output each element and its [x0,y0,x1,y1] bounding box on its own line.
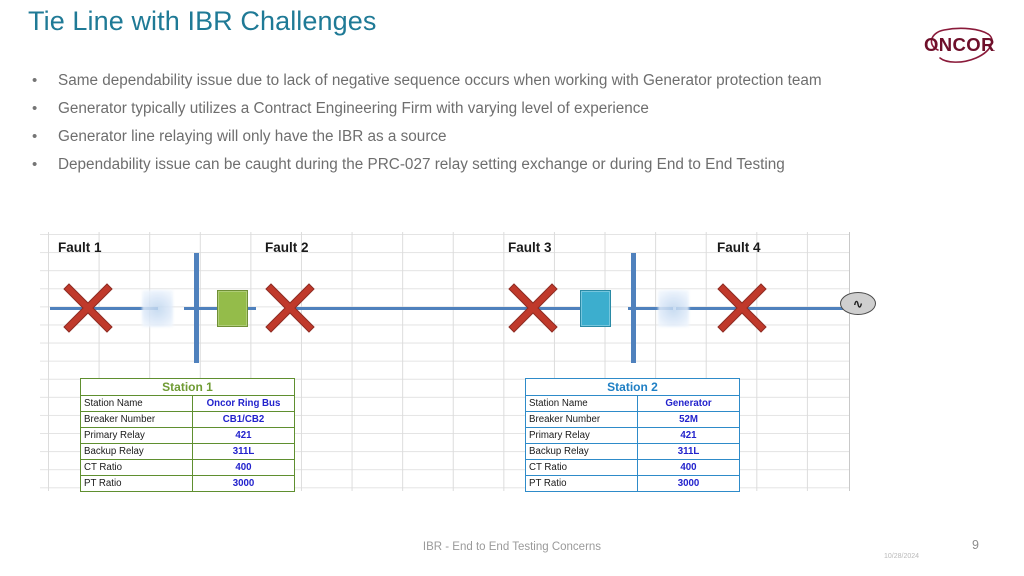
breaker-open-1 [142,290,173,327]
row-value: 400 [637,459,740,476]
row-value: 421 [192,427,295,444]
table-header-row: Station 2 [525,378,740,396]
line-segment-left [50,307,158,310]
table-row: Primary Relay 421 [525,427,740,444]
row-value: Generator [637,395,740,412]
table-row: Backup Relay 311L [525,443,740,460]
bullet-marker: • [32,100,38,117]
table-row: Station Name Generator [525,395,740,412]
table-row: Breaker Number 52M [525,411,740,428]
bullet-text: Generator line relaying will only have t… [58,128,447,145]
row-value: 421 [637,427,740,444]
row-label: Station Name [525,395,638,412]
svg-text:.: . [994,46,996,53]
oncor-logo-mark: ONCOR . [924,27,996,63]
fault-x-3 [505,280,561,336]
row-label: Station Name [80,395,193,412]
bullet-item-4: • Dependability issue can be caught duri… [22,154,922,175]
fault-x-4 [714,280,770,336]
fault-x-1 [60,280,116,336]
row-label: Backup Relay [525,443,638,460]
breaker-cb1-cb2 [217,290,248,327]
footer-date: 10/28/2024 [884,553,920,560]
footer-title: IBR - End to End Testing Concerns [422,541,602,553]
line-segment-bkr2 [628,307,673,310]
fault-label-2: Fault 2 [265,240,309,255]
row-label: Primary Relay [80,427,193,444]
bullet-marker: • [32,156,38,173]
fault-label-3: Fault 3 [508,240,552,255]
bus-bar-station-2 [631,253,636,363]
station-2-table: Station 2 Station Name Generator Breaker… [525,378,740,492]
bullet-text: Same dependability issue due to lack of … [58,72,822,89]
row-value: 52M [637,411,740,428]
table-row: PT Ratio 3000 [80,475,295,492]
one-line-diagram: Fault 1 Fault 2 Fault 3 Fault 4 [40,232,856,491]
row-label: Breaker Number [525,411,638,428]
row-value: 3000 [192,475,295,492]
table-row: CT Ratio 400 [80,459,295,476]
table-row: CT Ratio 400 [525,459,740,476]
table-row: Station Name Oncor Ring Bus [80,395,295,412]
fault-label-4: Fault 4 [717,240,761,255]
line-segment-bkr1 [184,307,231,310]
line-segment-tie [286,307,596,310]
bullet-item-1: • Same dependability issue due to lack o… [22,70,922,91]
bullet-item-3: • Generator line relaying will only have… [22,126,922,147]
row-value: 311L [192,443,295,460]
line-segment-right [676,307,856,310]
bullet-marker: • [32,72,38,89]
svg-text:ONCOR: ONCOR [924,34,995,55]
page-title: Tie Line with IBR Challenges [28,6,377,36]
bullet-text: Generator typically utilizes a Contract … [58,100,649,117]
fault-x-2 [262,280,318,336]
generator-symbol: ∿ [840,292,876,315]
row-value: Oncor Ring Bus [192,395,295,412]
table-row: Primary Relay 421 [80,427,295,444]
page-number: 9 [972,538,979,552]
bullet-list: • Same dependability issue due to lack o… [22,70,922,182]
station-1-header: Station 1 [80,378,295,396]
oncor-logo: ONCOR . [918,24,1004,72]
row-label: Primary Relay [525,427,638,444]
breaker-52m [580,290,611,327]
table-row: Breaker Number CB1/CB2 [80,411,295,428]
table-row: Backup Relay 311L [80,443,295,460]
row-label: PT Ratio [80,475,193,492]
bullet-marker: • [32,128,38,145]
fault-label-1: Fault 1 [58,240,102,255]
table-row: PT Ratio 3000 [525,475,740,492]
breaker-open-2 [658,290,689,327]
row-label: CT Ratio [80,459,193,476]
row-label: PT Ratio [525,475,638,492]
bullet-text: Dependability issue can be caught during… [58,156,785,173]
row-value: CB1/CB2 [192,411,295,428]
station-2-header: Station 2 [525,378,740,396]
row-value: 400 [192,459,295,476]
bus-bar-station-1 [194,253,199,363]
row-label: Breaker Number [80,411,193,428]
row-label: Backup Relay [80,443,193,460]
station-1-table: Station 1 Station Name Oncor Ring Bus Br… [80,378,295,492]
row-label: CT Ratio [525,459,638,476]
table-header-row: Station 1 [80,378,295,396]
bullet-item-2: • Generator typically utilizes a Contrac… [22,98,922,119]
row-value: 311L [637,443,740,460]
row-value: 3000 [637,475,740,492]
